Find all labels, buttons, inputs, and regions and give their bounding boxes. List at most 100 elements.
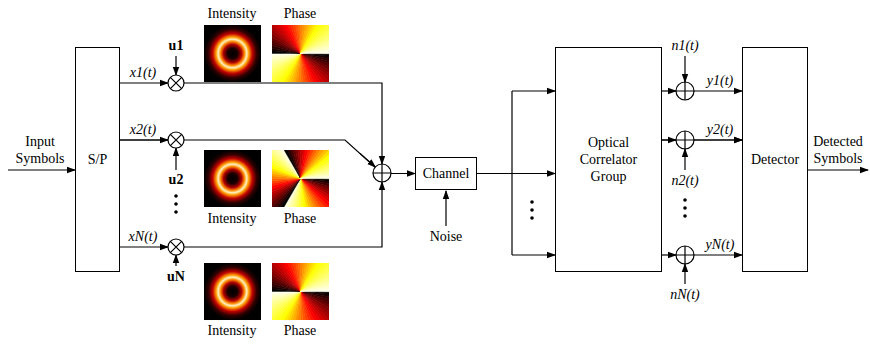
phase-image [272,263,329,320]
adder-symbol [676,131,694,149]
phase-wedge [301,179,311,208]
adder-symbol [676,246,694,264]
ellipsis-dot [530,200,534,204]
mode-line [360,153,375,167]
mode-arrow [175,56,176,75]
phase-wedge [301,169,330,179]
signal-name: yN(t) [706,236,735,253]
phase-image [272,150,329,207]
phase-wedge [286,263,301,292]
symbol-line [120,139,168,140]
noise-arrow [445,191,446,226]
phase-wedge [300,292,306,321]
node-text-group: Channel [423,165,470,182]
phase-wedge [301,282,330,292]
output-line [662,254,676,255]
adder-symbol [676,82,694,100]
node-text-group: Detector [751,151,799,168]
ellipsis-dot [530,216,534,220]
annotation-label: Intensity [208,210,257,227]
node-text-group: S/P [88,151,107,168]
branch-arrow [512,254,555,255]
signal-name: n1(t) [671,37,698,54]
ellipsis-dot [174,194,178,198]
node-label: Optical Correlator Group [569,134,649,185]
phase-wedge [286,150,301,179]
ellipsis-dot [530,208,534,212]
signal-connector [120,140,415,174]
symbol-line [120,246,168,247]
adder-cross [676,246,694,264]
multiplier-symbol [168,75,184,91]
node-text-group: Optical Correlator Group [569,134,649,185]
node-label: Channel [423,165,470,182]
annotation-label: Phase [284,5,317,22]
phase-wedge [301,179,316,208]
phase-wedge [291,263,301,292]
noise-arrow [684,264,685,284]
phase-wedge [291,150,301,179]
annotation-label: Intensity [208,322,257,339]
branch-arrow [512,90,555,91]
ellipsis-dot [683,206,687,210]
signal-name: nN(t) [670,286,700,303]
phase-wedge [301,54,316,83]
mode-vector-name: u1 [169,37,184,54]
intensity-image [204,150,261,207]
ellipsis-dot [683,198,687,202]
phase-wedge [301,287,330,293]
phase-wedge [296,25,302,54]
input-arrow [8,169,75,170]
phase-wedge [272,54,301,69]
annotation-label: Intensity [208,5,257,22]
phase-wedge [301,49,330,55]
phase-wedge [272,179,301,194]
phase-wedge [272,54,301,64]
symbol-line [120,82,168,83]
output-line [694,90,742,91]
phase-wedge [300,179,306,208]
phase-wedge [272,292,301,302]
multiplier-cross [170,134,181,145]
noise-arrow [684,149,685,170]
mode-vector-name: uN [167,268,185,285]
phase-wedge [296,150,302,179]
intensity-image [204,263,261,320]
phase-wedge [291,25,301,54]
phase-wedge [272,292,301,307]
adder-cross [676,82,694,100]
signal-connector [477,173,555,174]
multiplier-symbol [168,132,184,148]
signal-name: x2(t) [130,121,156,138]
phase-wedge [301,292,311,321]
phase-wedge [296,263,302,292]
phase-wedge [301,164,330,179]
multiplier-cross [170,241,181,252]
mode-arrow [175,148,176,170]
multiplier-cross [170,77,181,88]
signal-name: n2(t) [671,172,698,189]
signal-name: x1(t) [130,64,156,81]
ellipsis-dot [683,214,687,218]
phase-wedge [301,54,311,83]
adder-cross [676,131,694,149]
signal-name: y2(t) [707,121,733,138]
noise-arrow [684,56,685,82]
sp-converter-box: S/P [75,47,120,272]
adder-symbol [373,164,391,182]
adder-cross [373,164,391,182]
node-label: Detector [751,151,799,168]
branch-line [511,91,512,255]
ellipsis-dot [174,210,178,214]
signal-connector [662,139,742,140]
mode-vector-name: u2 [169,171,184,188]
annotation-label: Input Symbols [9,133,71,167]
output-line [662,90,676,91]
signal-name: y1(t) [707,72,733,89]
annotation-label: Noise [430,228,463,245]
annotation-label: Phase [284,210,317,227]
ellipsis-dot [174,202,178,206]
phase-wedge [272,53,301,59]
